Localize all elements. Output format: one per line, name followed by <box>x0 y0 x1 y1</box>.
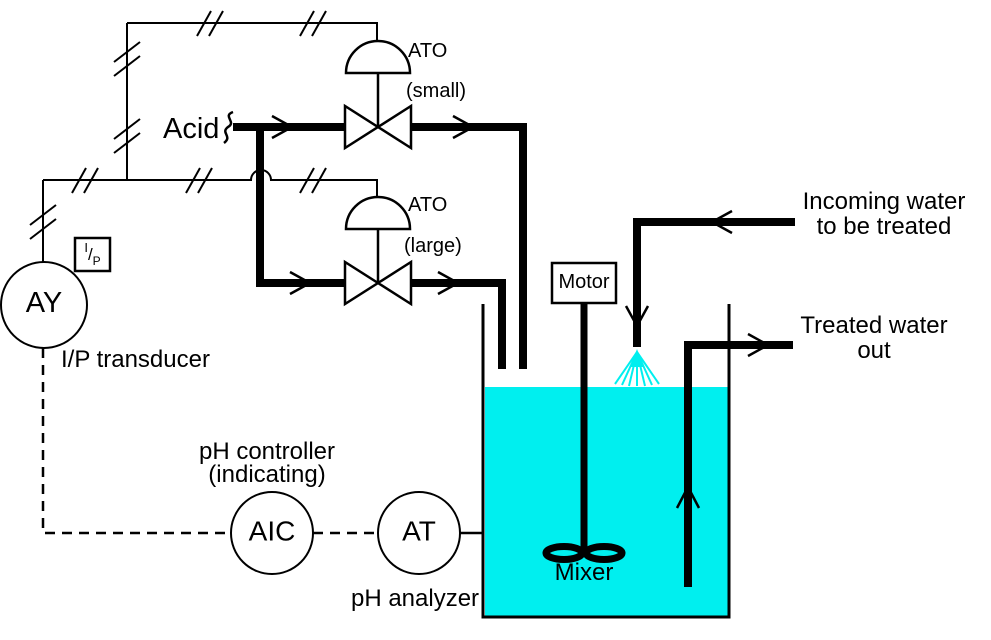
arrow-acid-feed <box>271 114 295 140</box>
pneumatic-line-small <box>127 22 378 43</box>
incoming-water-label-line1: Incoming water <box>802 188 966 215</box>
motor-box <box>550 261 618 305</box>
at-bubble <box>377 491 461 575</box>
ay-bubble <box>0 261 88 349</box>
arrow-incoming-water <box>709 209 733 235</box>
treated-water-label-line1: Treated water <box>800 312 948 339</box>
mixer-label: Mixer <box>554 559 614 586</box>
large-valve-discharge-pipe <box>412 279 506 369</box>
ph-analyzer-caption: pH analyzer <box>350 585 480 612</box>
ip-box-slash: / <box>87 244 93 264</box>
ay-tag: AY <box>25 287 63 320</box>
arrow-small-discharge <box>452 114 476 140</box>
mixer-blade-left <box>542 543 586 563</box>
aic-bubble <box>230 491 314 575</box>
acid-pipes <box>233 123 527 369</box>
arrow-treated-out <box>747 332 771 358</box>
arrow-acid-branch <box>289 270 313 296</box>
ip-box-sub: P <box>92 253 101 268</box>
treated-water-pipe <box>684 341 793 587</box>
electrical-signal-lines <box>41 348 378 535</box>
acid-label: Acid <box>163 113 220 145</box>
water-spray-icon <box>614 349 660 387</box>
ato-large-label: ATO <box>408 194 448 216</box>
ato-small-size-label: (small) <box>406 80 466 102</box>
mixer-assembly <box>542 261 626 563</box>
valve-actuator-dome <box>344 195 412 231</box>
incoming-water-label-line2: to be treated <box>816 213 952 240</box>
acid-branch-pipe <box>256 124 344 287</box>
control-valve-small <box>343 39 413 151</box>
ip-box-outline <box>73 236 112 273</box>
instrument-bubbles <box>0 236 461 575</box>
ip-box: I/P <box>75 238 110 271</box>
ph-controller-caption-line2: (indicating) <box>208 461 326 488</box>
valve-body-right <box>375 103 413 151</box>
pneumatic-signal-lines <box>29 10 378 262</box>
mixer-blade-right <box>582 543 626 563</box>
pneumatic-line-large <box>43 169 378 198</box>
motor-label: Motor <box>558 271 610 293</box>
treated-water-label-line2: out <box>857 337 891 364</box>
flow-arrows <box>271 114 771 509</box>
arrow-treated-up <box>675 484 701 509</box>
valve-actuator-dome <box>344 39 412 75</box>
ato-small-label: ATO <box>408 40 448 62</box>
incoming-water-pipe <box>633 218 795 347</box>
aic-tag: AIC <box>248 515 296 547</box>
valve-body-right <box>375 259 413 307</box>
tank-walls <box>481 304 731 619</box>
small-valve-discharge-pipe <box>412 123 527 369</box>
at-tag: AT <box>402 515 436 547</box>
arrow-incoming-down <box>624 305 650 329</box>
acid-source-squiggle-icon <box>223 110 234 144</box>
valve-body-left <box>343 103 381 151</box>
water-pipes <box>633 218 795 587</box>
valve-body-left <box>343 259 381 307</box>
arrow-large-discharge <box>437 270 461 296</box>
ip-transducer-caption: I/P transducer <box>61 346 210 373</box>
ph-controller-caption-line1: pH controller <box>198 438 336 465</box>
ip-box-sup: I <box>84 240 88 255</box>
control-valve-large <box>343 195 413 307</box>
ay-to-aic-signal <box>41 348 232 535</box>
tank <box>481 304 731 619</box>
ato-large-size-label: (large) <box>404 235 462 257</box>
